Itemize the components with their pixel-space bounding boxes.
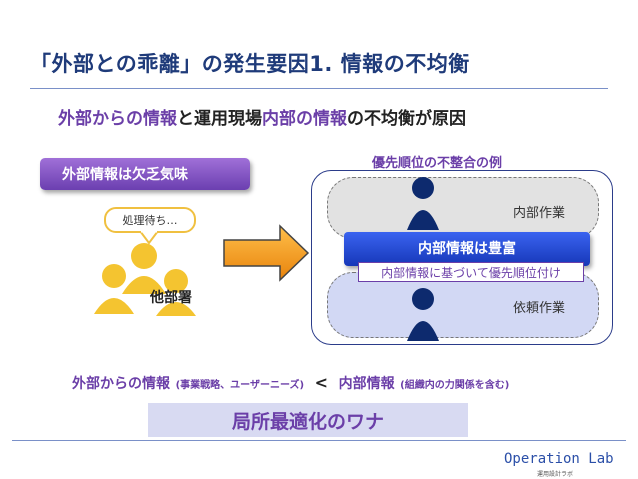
priority-by-internal-info-note: 内部情報に基づいて優先順位付け	[358, 262, 584, 282]
subtitle-end: の不均衡が原因	[347, 109, 466, 129]
brand-subtitle: 運用設計ラボ	[537, 471, 574, 478]
title-divider	[30, 88, 608, 89]
footer-divider	[12, 440, 626, 441]
speech-bubble-tail-icon	[140, 231, 160, 245]
slide-title: 「外部との乖離」の発生要因1. 情報の不均衡	[30, 52, 470, 76]
less-than-symbol: <	[314, 373, 329, 392]
external-info-note: (事業戦略、ユーザーニーズ)	[175, 380, 305, 391]
people-group-icon	[94, 243, 196, 316]
internal-info-note: (組織内の力関係を含む)	[400, 380, 510, 391]
right-arrow-icon	[223, 224, 310, 282]
request-work-label: 依頼作業	[513, 301, 566, 316]
person-icon	[407, 177, 439, 230]
person-icon	[407, 288, 439, 341]
internal-work-band	[327, 177, 599, 239]
subtitle-external: 外部からの情報	[58, 109, 177, 129]
internal-work-label: 内部作業	[513, 206, 566, 221]
waiting-speech-bubble: 処理待ち…	[104, 207, 196, 233]
example-container	[311, 170, 613, 345]
internal-info-rich-banner: 内部情報は豊富	[344, 232, 590, 266]
request-work-band	[327, 272, 599, 338]
brand-name: Operation Lab	[504, 451, 614, 467]
other-department-label: 他部署	[150, 290, 192, 306]
local-optimization-trap-label: 局所最適化のワナ	[148, 403, 468, 437]
priority-mismatch-example-label: 優先順位の不整合の例	[372, 156, 503, 171]
subtitle-internal: 内部の情報	[262, 109, 347, 129]
internal-info-term: 内部情報	[338, 376, 395, 392]
information-comparison: 外部からの情報 (事業戦略、ユーザーニーズ) < 内部情報 (組織内の力関係を含…	[72, 373, 509, 393]
subtitle-mid: と運用現場	[177, 109, 262, 129]
external-info-banner: 外部情報は欠乏気味	[40, 158, 250, 190]
external-info-term: 外部からの情報	[72, 376, 170, 392]
slide-subtitle: 外部からの情報と運用現場内部の情報の不均衡が原因	[58, 104, 466, 129]
